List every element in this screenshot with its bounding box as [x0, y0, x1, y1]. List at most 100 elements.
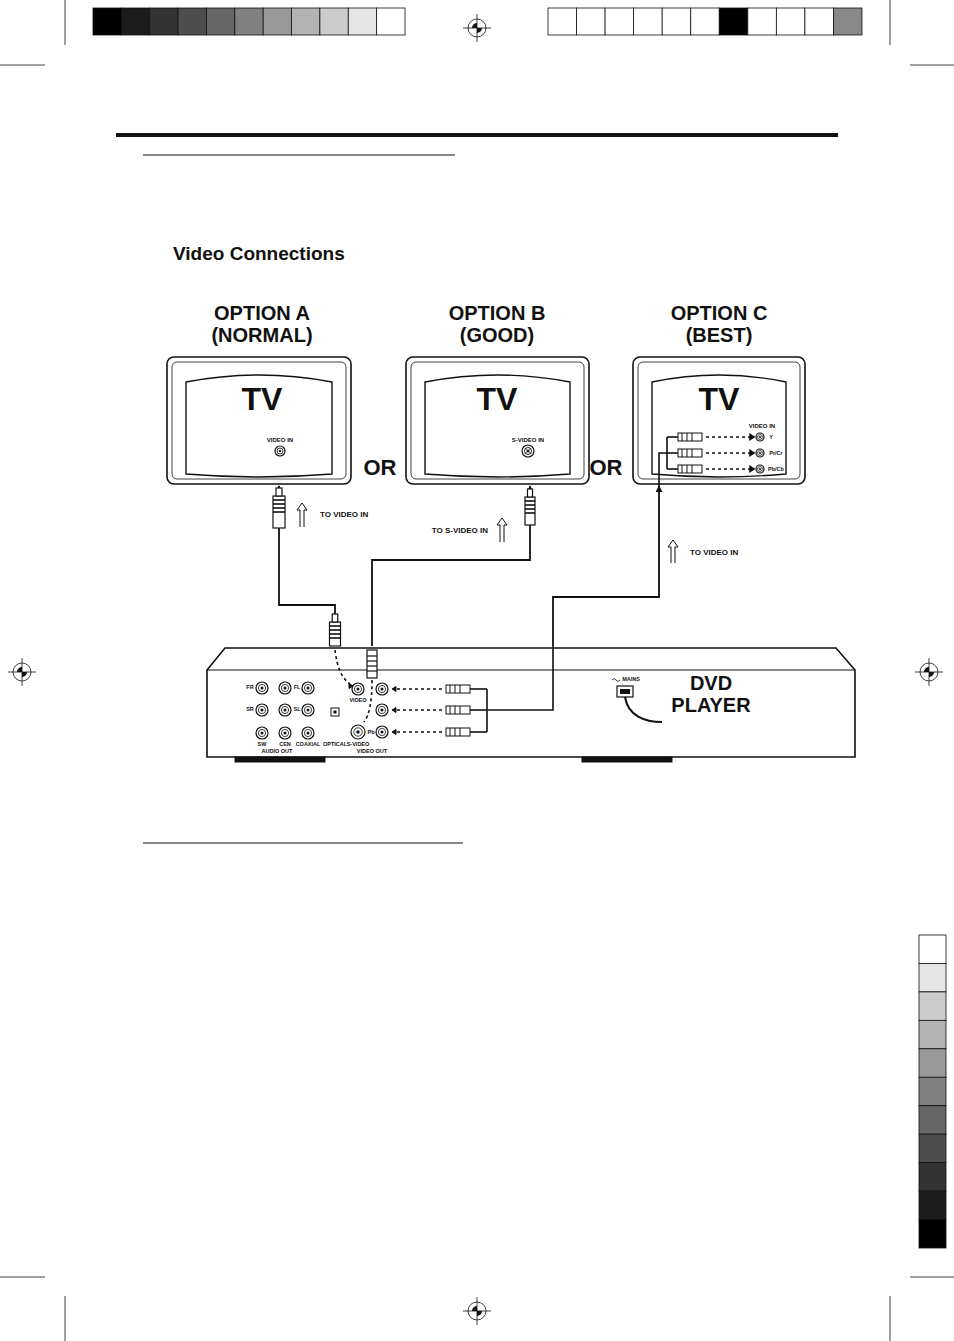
- jack-label: FR: [246, 684, 253, 690]
- panel-cables: [335, 646, 662, 736]
- color-bar: [93, 8, 121, 35]
- option-heading: OPTION C (BEST): [649, 302, 789, 346]
- grey-scale: [919, 1077, 946, 1105]
- direction-arrow: [297, 503, 307, 527]
- color-bar: [320, 8, 348, 35]
- or-label: OR: [590, 456, 623, 480]
- crop-mark: [890, 1296, 891, 1341]
- color-bar: [805, 8, 834, 35]
- grey-scale: [919, 963, 946, 991]
- crop-mark: [0, 1277, 45, 1278]
- jack-label: SL: [293, 706, 300, 712]
- jack-label: S-VIDEO IN: [512, 437, 544, 444]
- diagram-title: Video Connections: [173, 244, 345, 265]
- color-bar: [178, 8, 206, 35]
- group-label: VIDEO OUT: [357, 748, 387, 754]
- jack-label: VIDEO IN: [749, 423, 775, 430]
- color-bar: [548, 8, 577, 35]
- jack-label: SR: [246, 706, 254, 712]
- color-bar: [605, 8, 634, 35]
- option-heading: OPTION A (NORMAL): [192, 302, 332, 346]
- color-bar: [577, 8, 606, 35]
- color-bar: [719, 8, 748, 35]
- group-label: AUDIO OUT: [262, 748, 293, 754]
- crop-mark: [910, 65, 954, 66]
- tv-outline: [406, 357, 589, 484]
- grey-scale: [919, 935, 946, 963]
- dvd-player: DVD PLAYER FR FL SR SL SW CENAUDIO OUTCOAXIALO…: [207, 646, 856, 758]
- cable-plug: [330, 614, 341, 646]
- jack-label: VIDEO: [349, 697, 366, 703]
- registration-mark: [915, 658, 943, 686]
- tv-outline: [167, 357, 351, 484]
- crop-mark: [910, 1277, 954, 1278]
- color-bar: [348, 8, 376, 35]
- jack-label: FL: [294, 684, 301, 690]
- grey-scale: [919, 1134, 946, 1162]
- color-bar: [776, 8, 805, 35]
- color-bar: [748, 8, 777, 35]
- cable-label: TO VIDEO IN: [688, 549, 740, 558]
- direction-arrow: [497, 518, 507, 542]
- color-bar: [662, 8, 691, 35]
- cable-label: TO VIDEO IN: [318, 511, 370, 520]
- grey-scale: [919, 1049, 946, 1077]
- player-body: [207, 648, 855, 762]
- registration-mark: [463, 14, 491, 42]
- color-bar: [206, 8, 234, 35]
- jack-label: S-VIDEO: [347, 741, 370, 747]
- grey-scale: [919, 1191, 946, 1219]
- jack-label: COAXIAL: [296, 741, 321, 747]
- jack-label: Pr/Cr: [769, 450, 782, 456]
- tv-label: TV: [477, 382, 518, 417]
- color-bar: [235, 8, 263, 35]
- crop-mark: [65, 0, 66, 45]
- section-rule: [143, 843, 463, 844]
- jack-label: Pb: [367, 729, 374, 735]
- component-cable: [659, 433, 754, 486]
- tv-label: TV: [242, 382, 283, 417]
- cable-label: TO S-VIDEO IN: [430, 527, 490, 536]
- grey-scale: [919, 1106, 946, 1134]
- jack-label: OPTICAL: [323, 741, 347, 747]
- color-bar: [833, 8, 862, 35]
- jack-label: CEN: [279, 741, 291, 747]
- tv-jack: [756, 433, 764, 473]
- jack-label: Y: [769, 434, 773, 440]
- device-name: DVD PLAYER: [661, 672, 761, 716]
- grey-scale: [919, 1163, 946, 1191]
- color-bar: [377, 8, 405, 35]
- direction-arrow: [668, 540, 678, 563]
- option-heading: OPTION B (GOOD): [427, 302, 567, 346]
- registration-mark: [8, 658, 36, 686]
- jack-label: Pb/Cb: [768, 466, 784, 472]
- color-bar: [263, 8, 291, 35]
- tv-jack: [522, 445, 534, 457]
- grey-scale: [919, 1020, 946, 1048]
- crop-mark: [65, 1296, 66, 1341]
- jack-label: VIDEO IN: [267, 437, 293, 444]
- color-bar: [150, 8, 178, 35]
- color-bar: [121, 8, 149, 35]
- color-bar: [691, 8, 720, 35]
- cable-plug: [273, 488, 285, 528]
- tv-jack: [275, 446, 285, 456]
- jack-label: MAINS: [622, 676, 640, 682]
- section-rule: [143, 155, 455, 156]
- color-bar: [292, 8, 320, 35]
- crop-mark: [890, 0, 891, 45]
- video-cable: [553, 486, 659, 646]
- video-cable: [372, 486, 530, 646]
- panel-jacks: [256, 682, 388, 739]
- color-bar: [634, 8, 663, 35]
- crop-mark: [0, 65, 45, 66]
- grey-scale: [919, 992, 946, 1020]
- jack-label: SW: [258, 741, 267, 747]
- registration-mark: [463, 1297, 491, 1325]
- or-label: OR: [364, 456, 397, 480]
- cable-plug: [525, 489, 535, 525]
- tv-set: OPTION A (NORMAL) TV VIDEO IN: [166, 296, 353, 486]
- tv-set: OPTION C (BEST)TVVIDEO INYPr/CrPb/Cb: [632, 296, 807, 486]
